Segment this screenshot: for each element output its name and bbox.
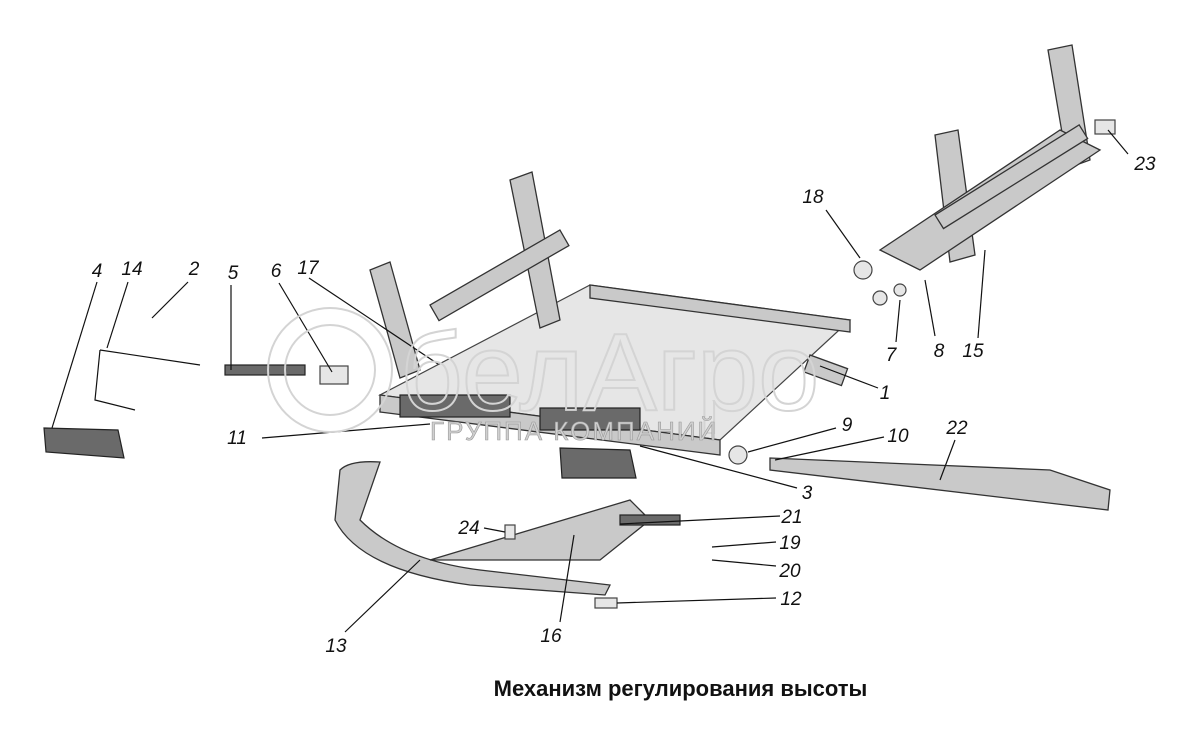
watermark-subtitle: ГРУППА КОМПАНИЙ [430, 416, 718, 446]
callout-11: 11 [227, 428, 247, 449]
diagram-title: Механизм регулирования высоты [493, 676, 868, 701]
callout-14: 14 [121, 259, 142, 280]
callout-labels: 1 2 3 4 5 6 7 8 9 10 11 12 13 14 15 16 1… [92, 154, 1156, 657]
callout-20: 20 [778, 561, 801, 582]
callout-19: 19 [779, 533, 801, 554]
lower-lever [334, 461, 681, 609]
callout-10: 10 [887, 426, 909, 447]
callout-9: 9 [842, 415, 853, 436]
leader-lines [51, 129, 1129, 633]
callout-7: 7 [886, 345, 898, 366]
watermark: белАгро ГРУППА КОМПАНИЙ [267, 307, 820, 446]
callout-6: 6 [271, 261, 282, 282]
rail [728, 445, 1111, 511]
callout-8: 8 [934, 341, 945, 362]
watermark-brand: белАгро [400, 311, 819, 434]
callout-24: 24 [457, 518, 479, 539]
callout-23: 23 [1133, 154, 1156, 175]
handle-parts [43, 349, 637, 479]
callout-15: 15 [962, 341, 984, 362]
callout-22: 22 [945, 418, 968, 439]
callout-13: 13 [325, 636, 347, 657]
callout-21: 21 [780, 507, 802, 528]
callout-12: 12 [780, 589, 802, 610]
callout-16: 16 [540, 626, 562, 647]
seat-frame [369, 171, 852, 456]
callout-4: 4 [92, 261, 103, 282]
callout-5: 5 [228, 263, 239, 284]
callout-2: 2 [188, 259, 200, 280]
callout-3: 3 [802, 483, 813, 504]
callout-17: 17 [297, 258, 320, 279]
callout-1: 1 [880, 383, 891, 404]
rear-bracket-assembly [853, 44, 1116, 306]
callout-18: 18 [802, 187, 824, 208]
